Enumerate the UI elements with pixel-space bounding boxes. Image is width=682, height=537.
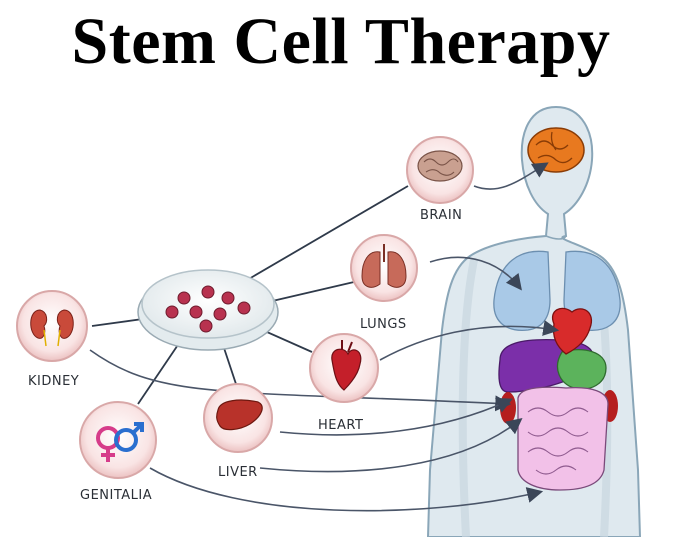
liver-icon	[216, 399, 263, 431]
gender-symbols-icon	[96, 422, 144, 462]
page-title: Stem Cell Therapy	[71, 5, 611, 78]
petri-dish-icon	[137, 269, 279, 351]
node-genitalia	[79, 401, 157, 479]
label-genitalia: GENITALIA	[80, 488, 153, 503]
node-lungs	[350, 234, 418, 302]
kidney-icon	[30, 309, 74, 347]
brain-icon	[417, 150, 463, 182]
body-heart-icon	[551, 307, 593, 355]
body-stomach-icon	[557, 349, 607, 390]
label-brain: BRAIN	[420, 208, 463, 223]
label-lungs: LUNGS	[360, 317, 407, 332]
label-kidney: KIDNEY	[28, 374, 80, 389]
body-intestine-icon	[517, 386, 609, 491]
node-liver	[203, 383, 273, 453]
node-brain	[406, 136, 474, 204]
node-kidney	[16, 290, 88, 362]
heart-icon	[331, 340, 362, 391]
body-brain-icon	[527, 127, 585, 173]
label-liver: LIVER	[218, 465, 258, 480]
node-heart	[309, 333, 379, 403]
label-heart: HEART	[318, 418, 364, 433]
lungs-icon	[361, 244, 407, 288]
